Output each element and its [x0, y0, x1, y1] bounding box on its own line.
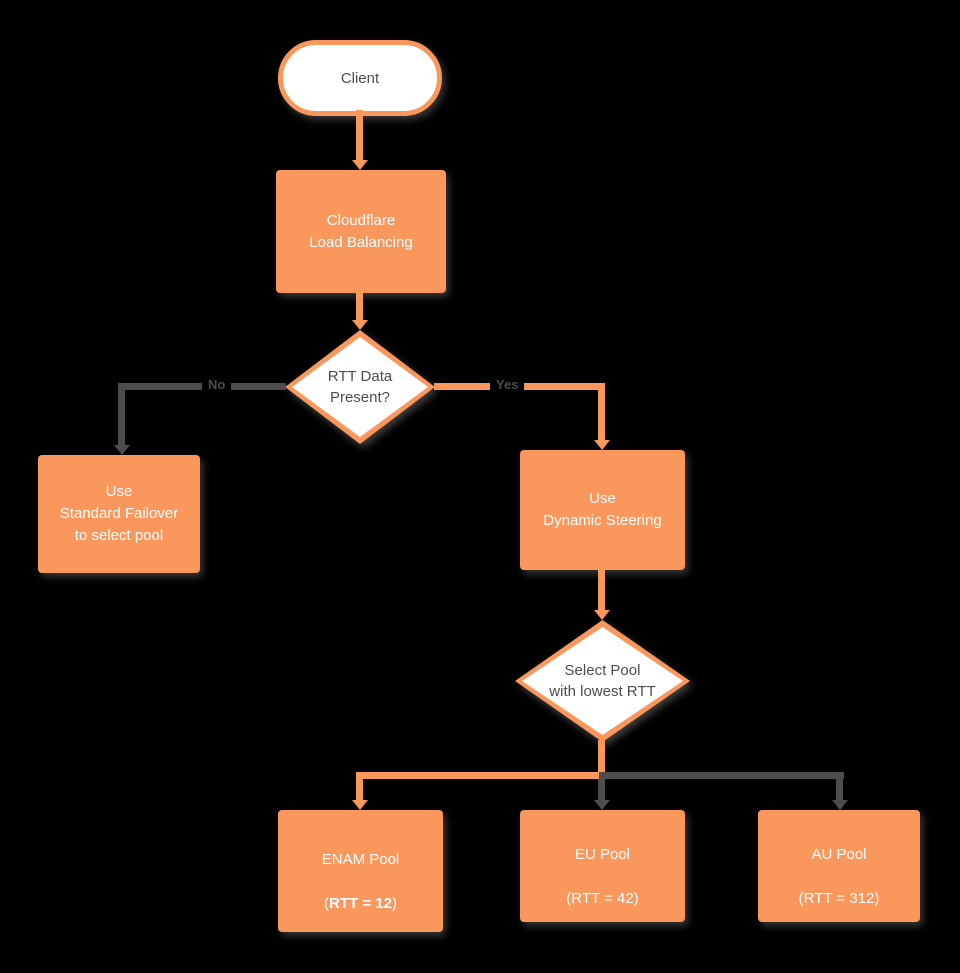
connector-fanout-right	[599, 772, 844, 779]
enam-pool-rtt: (RTT = 12)	[324, 894, 397, 912]
au-pool-rtt: (RTT = 312)	[798, 889, 880, 907]
arrowhead-to-eu-pool-icon	[594, 800, 610, 810]
arrowhead-to-au-pool-icon	[832, 800, 848, 810]
node-rtt-decision-label: RTT Data Present?	[327, 368, 393, 406]
node-select-pool: Select Pool with lowest RTT	[515, 620, 690, 742]
enam-pool-rtt-value: RTT = 12	[329, 894, 392, 912]
edge-label-no: No	[202, 376, 232, 393]
node-eu-pool: EU Pool (RTT = 42)	[520, 810, 685, 922]
node-select-pool-label: Select Pool with lowest RTT	[549, 662, 656, 700]
node-standard-failover: Use Standard Failover to select pool	[38, 455, 200, 573]
node-au-pool-label: AU Pool (RTT = 312)	[799, 823, 880, 910]
connector-client-to-loadbalancing	[356, 110, 363, 162]
node-enam-pool: ENAM Pool (RTT = 12)	[278, 810, 443, 932]
connector-to-eu-pool	[598, 779, 605, 801]
connector-select-pool-stem	[598, 740, 605, 779]
connector-yes-vertical	[598, 383, 605, 441]
connector-no-vertical	[118, 383, 125, 446]
node-load-balancing: Cloudflare Load Balancing	[276, 170, 446, 293]
node-load-balancing-label: Cloudflare Load Balancing	[309, 211, 413, 251]
node-eu-pool-label: EU Pool (RTT = 42)	[566, 823, 638, 910]
node-dynamic-steering-label: Use Dynamic Steering	[543, 490, 662, 529]
arrowhead-steering-to-select-pool-icon	[594, 610, 610, 620]
arrowhead-no-to-standard-failover-icon	[114, 445, 130, 455]
eu-pool-name: EU Pool	[574, 846, 630, 864]
connector-to-au-pool	[836, 772, 843, 801]
arrowhead-loadbalancing-to-rtt-decision-icon	[352, 320, 368, 330]
node-enam-pool-label: ENAM Pool (RTT = 12)	[322, 828, 400, 915]
arrowhead-yes-to-dynamic-steering-icon	[594, 440, 610, 450]
connector-fanout-left	[356, 772, 605, 779]
node-standard-failover-label: Use Standard Failover to select pool	[59, 483, 179, 544]
edge-label-yes: Yes	[490, 376, 525, 393]
enam-pool-name: ENAM Pool	[321, 851, 400, 869]
eu-pool-rtt: (RTT = 42)	[566, 889, 639, 907]
node-client: Client	[278, 40, 442, 116]
connector-to-enam-pool	[356, 772, 363, 801]
node-au-pool: AU Pool (RTT = 312)	[758, 810, 920, 922]
arrowhead-client-to-loadbalancing-icon	[352, 160, 368, 170]
arrowhead-to-enam-pool-icon	[352, 800, 368, 810]
connector-loadbalancing-to-rtt-decision	[356, 291, 363, 322]
au-pool-name: AU Pool	[811, 846, 867, 864]
node-rtt-decision: RTT Data Present?	[285, 330, 435, 444]
node-client-label: Client	[340, 69, 380, 87]
node-dynamic-steering: Use Dynamic Steering	[520, 450, 685, 570]
connector-steering-to-select-pool	[598, 568, 605, 611]
